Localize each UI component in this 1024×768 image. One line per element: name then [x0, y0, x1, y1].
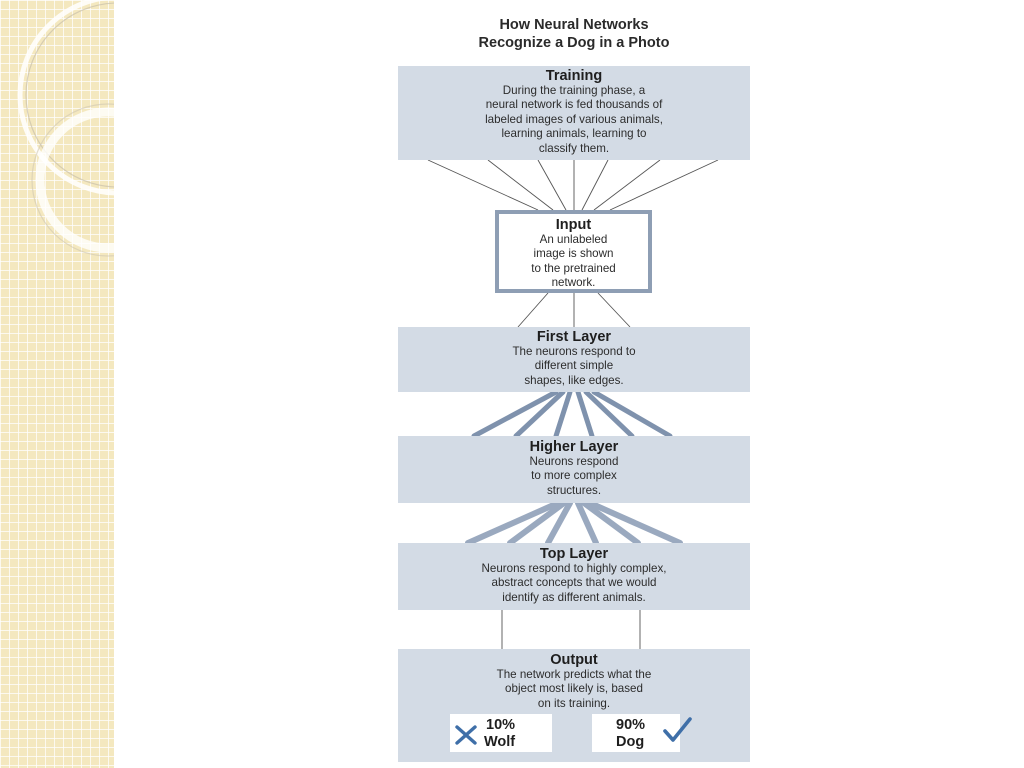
- result-wolf-card: 10% Wolf: [450, 714, 552, 752]
- wolf-percent: 10%: [486, 717, 516, 733]
- first-layer-title: First Layer: [536, 329, 612, 345]
- top-layer-title: Top Layer: [539, 546, 609, 562]
- training-title: Training: [545, 68, 603, 84]
- check-mark-icon: [663, 717, 692, 742]
- decorative-circles: [17, 0, 114, 257]
- diagram-title: How Neural Networks Recognize a Dog in a…: [478, 17, 670, 51]
- top-layer-description: Neurons respond to highly complex, abstr…: [481, 562, 667, 604]
- higher-to-top-layer-lines: [465, 500, 683, 546]
- output-title: Output: [550, 652, 598, 668]
- training-description: During the training phase, a neural netw…: [485, 84, 663, 155]
- training-box: Training During the training phase, a ne…: [398, 66, 750, 160]
- higher-layer-title: Higher Layer: [529, 439, 619, 455]
- output-description: The network predicts what the object mos…: [496, 668, 652, 710]
- input-box: Input An unlabeled image is shown to the…: [495, 210, 652, 293]
- input-title: Input: [555, 217, 592, 233]
- dog-label: Dog: [616, 734, 645, 750]
- wolf-label: Wolf: [484, 734, 516, 750]
- first-layer-description: The neurons respond to different simple …: [512, 345, 636, 387]
- input-description: An unlabeled image is shown to the pretr…: [531, 233, 616, 290]
- higher-layer-box: Higher Layer Neurons respond to more com…: [398, 436, 750, 503]
- training-to-input-lines: [427, 159, 719, 211]
- first-layer-box: First Layer The neurons respond to diffe…: [398, 327, 750, 392]
- x-mark-icon: [455, 725, 477, 745]
- higher-layer-description: Neurons respond to more complex structur…: [529, 455, 619, 497]
- top-layer-box: Top Layer Neurons respond to highly comp…: [398, 543, 750, 610]
- result-dog-card: 90% Dog: [592, 714, 692, 752]
- dog-percent: 90%: [616, 717, 646, 733]
- connector-lines: [427, 159, 719, 649]
- input-to-first-layer-lines: [517, 292, 631, 328]
- first-to-higher-layer-lines: [471, 389, 673, 439]
- top-to-output-lines: [501, 610, 641, 649]
- decorative-side-strip: [0, 0, 114, 768]
- neural-network-diagram: How Neural Networks Recognize a Dog in a…: [398, 0, 750, 768]
